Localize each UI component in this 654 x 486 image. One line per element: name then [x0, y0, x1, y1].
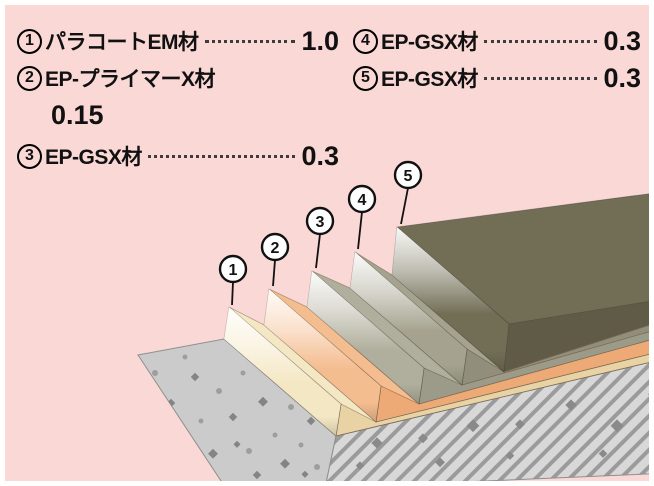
leader-dots-3: [147, 154, 296, 158]
legend-column-right: 4 EP-GSX材 0.3 5 EP-GSX材 0.3: [353, 25, 641, 177]
layer-edge-bands: [223, 226, 510, 437]
callout-circle-1: [218, 254, 248, 284]
layer-3-edge: [306, 270, 425, 405]
callout-line-1: [231, 281, 234, 306]
legend-number-badge-3: 3: [17, 143, 42, 169]
leader-dots-4: [483, 39, 598, 43]
callout-number-1: 1: [229, 262, 238, 279]
legend-item-1: 1 パラコートEM材 1.0: [17, 25, 339, 57]
legend-label-1: パラコートEM材: [45, 31, 199, 54]
callout-number-5: 5: [404, 168, 413, 185]
callout-line-4: [357, 211, 363, 250]
layer-5-edge: [391, 226, 510, 373]
legend-item-4: 4 EP-GSX材 0.3: [353, 25, 641, 57]
legend-value-1: 1.0: [301, 25, 339, 56]
leader-dots-5: [483, 76, 598, 80]
callout-line-5: [400, 187, 409, 225]
layer-2-edge: [263, 288, 382, 423]
callout-circle-5: [393, 160, 423, 190]
legend-label-5: EP-GSX材: [381, 68, 478, 91]
layer-1-edge: [223, 306, 342, 437]
layer-diagram: 1 2 3 4 5: [137, 160, 649, 481]
legend-item-3: 3 EP-GSX材 0.3: [17, 140, 339, 172]
legend-item-2: 2 EP-プライマーX材: [17, 62, 339, 94]
legend-value-3: 0.3: [301, 140, 339, 171]
callout-number-4: 4: [358, 192, 367, 209]
legend-number-badge-4: 4: [353, 28, 378, 54]
callout-number-2: 2: [271, 240, 280, 257]
legend-label-2: EP-プライマーX材: [45, 68, 216, 91]
callout-circle-3: [305, 206, 335, 236]
callout-line-3: [315, 233, 321, 269]
legend: 1 パラコートEM材 1.0 2 EP-プライマーX材 0.15 3 EP-GS…: [17, 25, 641, 177]
legend-number-badge-1: 1: [17, 28, 42, 54]
legend-value-5: 0.3: [603, 62, 641, 93]
legend-number-badge-2: 2: [17, 65, 42, 91]
legend-item-2-value-row: 0.15: [51, 100, 339, 130]
legend-item-5: 5 EP-GSX材 0.3: [353, 62, 641, 94]
callout-number-3: 3: [316, 214, 325, 231]
legend-column-left: 1 パラコートEM材 1.0 2 EP-プライマーX材 0.15 3 EP-GS…: [17, 25, 339, 177]
layer-4-edge: [349, 251, 468, 386]
legend-label-4: EP-GSX材: [381, 31, 478, 54]
leader-dots-1: [204, 39, 296, 43]
legend-value-4: 0.3: [603, 25, 641, 56]
legend-label-3: EP-GSX材: [45, 146, 142, 169]
legend-number-badge-5: 5: [353, 65, 378, 91]
callout-line-2: [272, 259, 276, 287]
legend-value-2: 0.15: [51, 99, 104, 130]
callout-circle-4: [347, 184, 377, 214]
callout-circle-2: [260, 232, 290, 262]
concrete-slab: [137, 338, 649, 481]
layer-front-strips: [335, 301, 649, 437]
callouts: 1 2 3 4 5: [218, 160, 423, 306]
